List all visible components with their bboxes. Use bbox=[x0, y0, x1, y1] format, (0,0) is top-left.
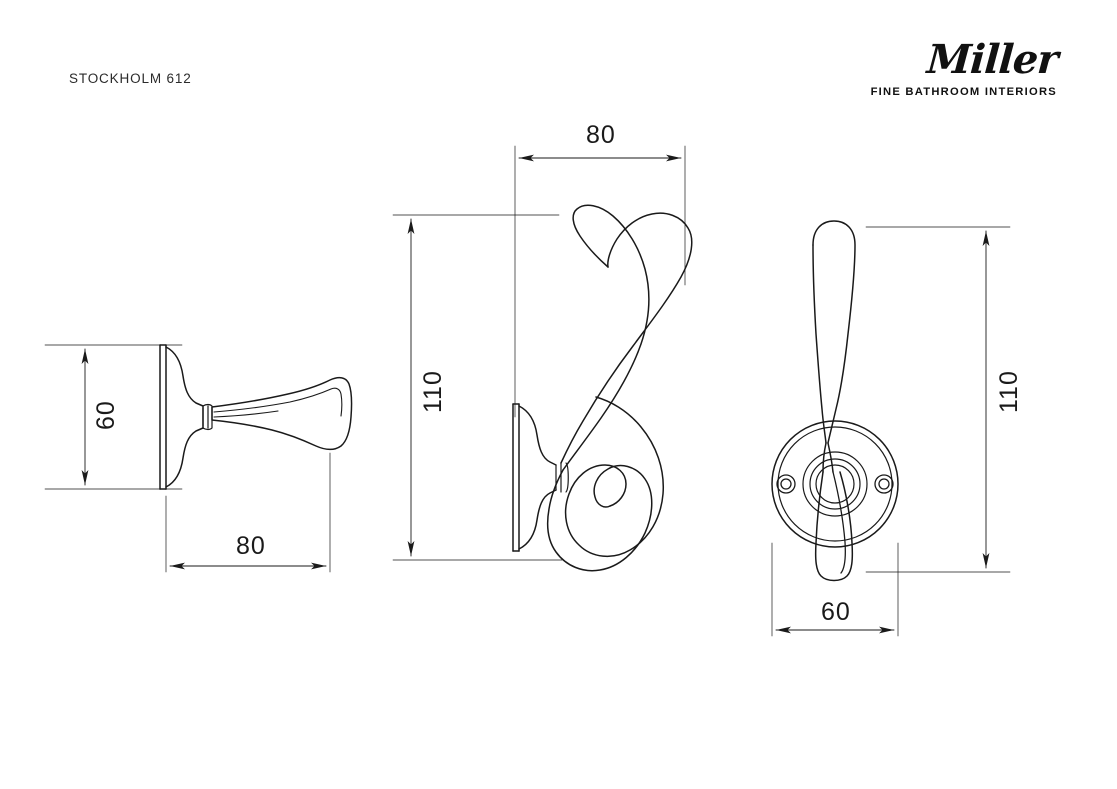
side-view-projection-dimension bbox=[514, 145, 686, 418]
top-view-width-dimension bbox=[165, 452, 331, 573]
brand-logo: Miller FINE BATHROOM INTERIORS bbox=[870, 36, 1059, 98]
page-title: STOCKHOLM 612 bbox=[69, 71, 192, 86]
top-view-depth-dimension bbox=[44, 344, 183, 490]
front-view-geometry bbox=[771, 220, 899, 582]
dimension-label-front-height: 110 bbox=[995, 370, 1023, 413]
dimension-label-side-projection: 80 bbox=[586, 121, 616, 149]
front-view-height-dimension bbox=[865, 226, 1011, 573]
dimension-label-top-depth: 60 bbox=[92, 400, 120, 430]
side-view-height-dimension bbox=[392, 214, 563, 561]
top-view-geometry bbox=[159, 344, 353, 490]
dimension-label-side-height: 110 bbox=[419, 370, 447, 413]
side-view-geometry bbox=[512, 204, 693, 572]
brand-tagline: FINE BATHROOM INTERIORS bbox=[870, 86, 1057, 98]
front-view-width-dimension bbox=[771, 542, 899, 637]
dimension-label-front-width: 60 bbox=[821, 598, 851, 626]
dimension-label-top-width: 80 bbox=[236, 532, 266, 560]
